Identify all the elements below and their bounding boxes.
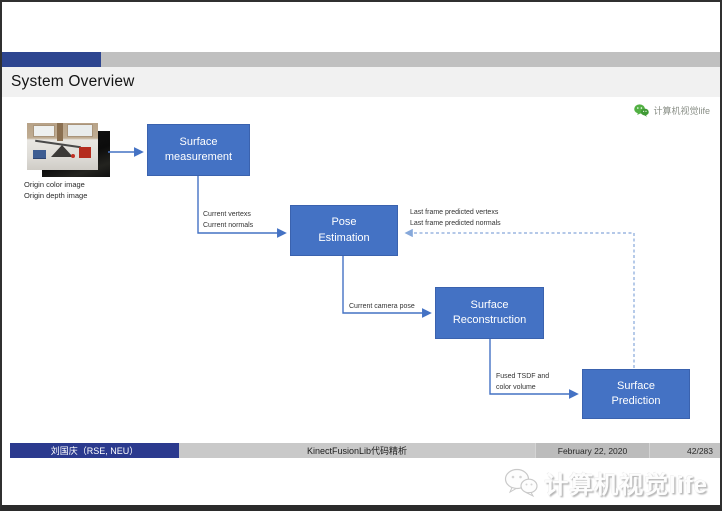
edge-label-current-camera-pose: Current camera pose — [349, 303, 415, 310]
photo-window-post — [57, 123, 63, 141]
edge-label-last-frame-predicted: Last frame predicted vertexs Last frame … — [410, 209, 501, 228]
wechat-outline-icon — [505, 468, 538, 497]
node-surface-reconstruction: Surface Reconstruction — [435, 287, 544, 339]
node-pose-estimation: Pose Estimation — [290, 205, 398, 256]
wechat-badge: 计算机视觉life — [634, 104, 710, 117]
edge-label-fused-tsdf: Fused TSDF and color volume — [496, 373, 550, 392]
photo-triangle-object — [51, 145, 73, 157]
header-accent-bar-blue — [2, 52, 101, 67]
wechat-icon — [634, 104, 650, 117]
photo-window-pane — [33, 125, 55, 137]
footer-page-number: 42/283 — [649, 443, 720, 458]
footer-date: February 22, 2020 — [535, 443, 649, 458]
photo-blue-object — [33, 150, 46, 158]
title-band: System Overview — [2, 67, 720, 97]
node-surface-prediction: Surface Prediction — [582, 369, 690, 419]
header-accent-bar-gray — [101, 52, 720, 67]
origin-color-image-thumbnail — [27, 123, 98, 170]
page-title: System Overview — [11, 73, 135, 90]
input-images-caption: Origin color image Origin depth image — [24, 180, 88, 201]
photo-red-object — [79, 147, 91, 158]
wechat-badge-label: 计算机视觉life — [653, 106, 710, 116]
photo-red-dot — [71, 154, 75, 158]
photo-window-pane — [67, 124, 93, 137]
footer-deck-title: KinectFusionLib代码精析 — [179, 443, 535, 458]
watermark: 计算机视觉life — [504, 465, 708, 500]
edge-label-current-vertexs-normals: Current vertexs Current normals — [203, 211, 254, 230]
watermark-text: 计算机视觉life — [544, 472, 708, 499]
node-surface-measurement: Surface measurement — [147, 124, 250, 176]
footer-author: 刘国庆（RSE, NEU） — [10, 443, 179, 458]
